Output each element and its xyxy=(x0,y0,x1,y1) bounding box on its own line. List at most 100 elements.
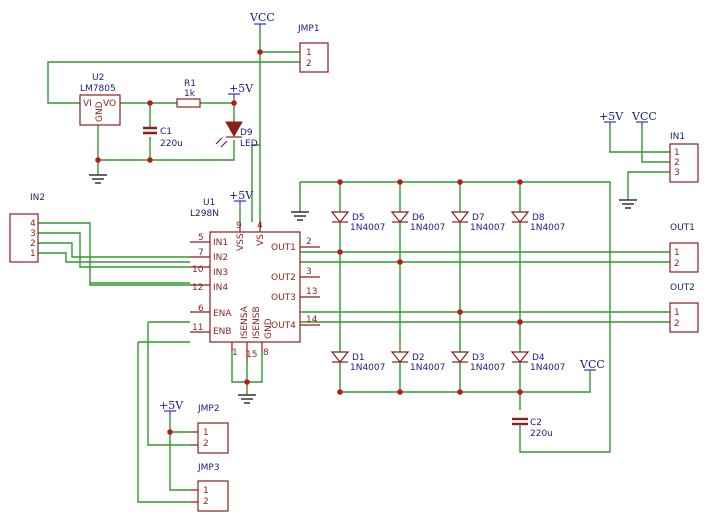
p5v-reg-label: +5V xyxy=(229,82,254,95)
jmp2-pin1: 1 xyxy=(203,428,209,438)
p5v-u1-label: +5V xyxy=(229,189,254,202)
in1-pin1: 1 xyxy=(674,148,680,158)
p5v-reg-symbol: +5V xyxy=(228,82,254,98)
d8-ref: D8 xyxy=(532,213,545,223)
u2-regulator: VI VO GND U2 LM7805 xyxy=(79,73,121,126)
ground-symbol-reg xyxy=(89,174,107,184)
in2-pin2: 2 xyxy=(30,239,36,249)
wires xyxy=(38,28,670,503)
vcc-bridge-symbol: VCC xyxy=(579,358,605,372)
d7-value: 1N4007 xyxy=(470,223,505,233)
d2-ref: D2 xyxy=(412,353,425,363)
u1-out3-pin: OUT3 xyxy=(271,293,296,303)
u2-ref: U2 xyxy=(92,73,104,83)
out1-pin1: 1 xyxy=(674,248,680,258)
u1-isensb-num: 15 xyxy=(246,350,257,360)
u1-ref: U1 xyxy=(203,198,215,208)
d7-ref: D7 xyxy=(472,213,485,223)
d5-value: 1N4007 xyxy=(350,223,385,233)
d1-value: 1N4007 xyxy=(350,363,385,373)
in2-pin4: 4 xyxy=(30,219,36,229)
jmp2-pin2: 2 xyxy=(203,439,209,449)
p5v-in1-symbol: +5V xyxy=(599,110,624,126)
u1-in3-num: 10 xyxy=(192,265,204,275)
in2-pin3: 3 xyxy=(30,229,36,239)
u1-in3-pin: IN3 xyxy=(213,268,228,278)
d6-value: 1N4007 xyxy=(410,223,445,233)
in1-ref: IN1 xyxy=(670,132,685,142)
u2-value: LM7805 xyxy=(80,84,116,94)
u1-ena-pin: ENA xyxy=(213,309,232,319)
p5v-u1-symbol: +5V xyxy=(229,189,254,205)
jmp1-pin1: 1 xyxy=(306,48,312,58)
jmp3-pin1: 1 xyxy=(203,486,209,496)
u1-out4-num: 14 xyxy=(306,315,318,325)
d4-value: 1N4007 xyxy=(530,363,565,373)
u1-isensa-pin: ISENSA xyxy=(240,305,250,339)
u1-isensb-pin: ISENSB xyxy=(252,306,262,339)
out2-connector: 1 2 OUT2 xyxy=(669,283,699,333)
u1-out2-num: 3 xyxy=(306,267,312,277)
p5v-jmp2-label: +5V xyxy=(159,399,184,412)
c1-ref: C1 xyxy=(160,127,172,137)
ground-symbol-bridge xyxy=(291,211,309,221)
d8-value: 1N4007 xyxy=(530,223,565,233)
out1-connector: 1 2 OUT1 xyxy=(669,223,699,273)
c1-value: 220u xyxy=(160,139,183,149)
diode-d3: D3 1N4007 xyxy=(450,351,505,373)
jmp1-connector: 1 2 JMP1 xyxy=(297,24,329,73)
u1-enb-pin: ENB xyxy=(213,327,232,337)
in1-pin3: 3 xyxy=(674,168,680,178)
u1-out1-num: 2 xyxy=(306,237,312,247)
vcc-bridge-label: VCC xyxy=(579,358,605,371)
u1-vs-num: 4 xyxy=(257,221,263,231)
u1-in4-pin: IN4 xyxy=(213,283,228,293)
c2-ref: C2 xyxy=(530,418,542,428)
u2-gnd-pin: GND xyxy=(95,101,105,122)
r1-value: 1k xyxy=(184,89,196,99)
in2-pin1: 1 xyxy=(30,249,36,259)
p5v-jmp2-symbol: +5V xyxy=(159,399,184,415)
u1-in1-num: 5 xyxy=(198,233,204,243)
d5-ref: D5 xyxy=(352,213,365,223)
in2-connector: 4 3 2 1 IN2 xyxy=(9,193,45,263)
d9-value: LED xyxy=(240,139,258,149)
in1-connector: 1 2 3 IN1 xyxy=(669,132,699,183)
u1-in1-pin: IN1 xyxy=(213,238,228,248)
jmp2-ref: JMP2 xyxy=(197,404,220,414)
d3-value: 1N4007 xyxy=(470,363,505,373)
u1-vs-pin: VS xyxy=(256,234,266,246)
in1-pin2: 2 xyxy=(674,158,680,168)
d3-ref: D3 xyxy=(472,353,485,363)
u1-out2-pin: OUT2 xyxy=(271,273,296,283)
diode-d4: D4 1N4007 xyxy=(510,351,565,373)
d9-led: D9 LED xyxy=(215,121,258,149)
out2-pin1: 1 xyxy=(674,308,680,318)
jmp2-connector: 1 2 JMP2 xyxy=(190,404,229,454)
jmp1-pin2: 2 xyxy=(306,59,312,69)
jmp1-ref: JMP1 xyxy=(297,24,320,34)
out2-ref: OUT2 xyxy=(670,283,695,293)
diode-d6: D6 1N4007 xyxy=(390,211,445,233)
jmp3-ref: JMP3 xyxy=(197,463,220,473)
out1-ref: OUT1 xyxy=(670,223,695,233)
u1-in4-num: 12 xyxy=(192,283,203,293)
diode-d1: D1 1N4007 xyxy=(330,351,385,373)
in2-ref: IN2 xyxy=(30,193,45,203)
jmp3-connector: 1 2 JMP3 xyxy=(190,463,229,512)
u1-value: L298N xyxy=(190,209,219,219)
d4-ref: D4 xyxy=(532,353,545,363)
u1-gnd-num: 8 xyxy=(263,348,269,358)
junctions xyxy=(95,49,523,435)
diode-d8: D8 1N4007 xyxy=(510,211,565,233)
c2-capacitor: C2 220u xyxy=(512,417,553,439)
d6-ref: D6 xyxy=(412,213,425,223)
ground-symbol-u1 xyxy=(238,394,256,404)
u1-gnd-pin: GND xyxy=(264,318,274,339)
jmp3-pin2: 2 xyxy=(203,497,209,507)
u1-out4-pin: OUT4 xyxy=(271,321,296,331)
u1-in2-pin: IN2 xyxy=(213,253,228,263)
d2-value: 1N4007 xyxy=(410,363,445,373)
u1-out1-pin: OUT1 xyxy=(271,243,296,253)
